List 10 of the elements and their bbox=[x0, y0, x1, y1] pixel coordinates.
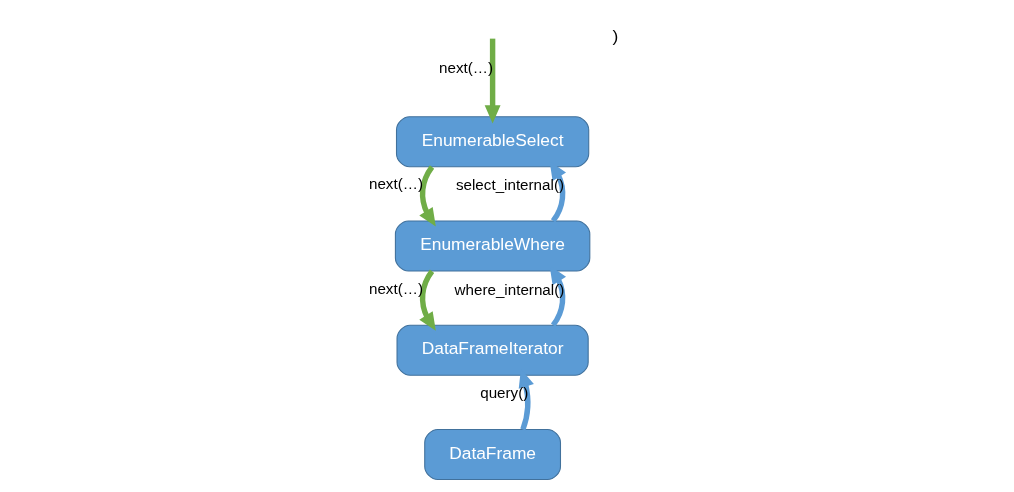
edge-label: next(…) bbox=[368, 175, 423, 193]
arrow bbox=[484, 38, 501, 124]
arrow bbox=[419, 165, 436, 227]
label: ) bbox=[612, 25, 619, 46]
node-box: EnumerableWhere bbox=[394, 220, 591, 272]
edge-label: next(…) bbox=[368, 279, 423, 297]
arrow bbox=[419, 269, 436, 331]
node-box: DataFrameIterator bbox=[396, 324, 589, 376]
node-box: EnumerableSelect bbox=[395, 116, 590, 168]
node-box: DataFrame bbox=[424, 429, 562, 481]
